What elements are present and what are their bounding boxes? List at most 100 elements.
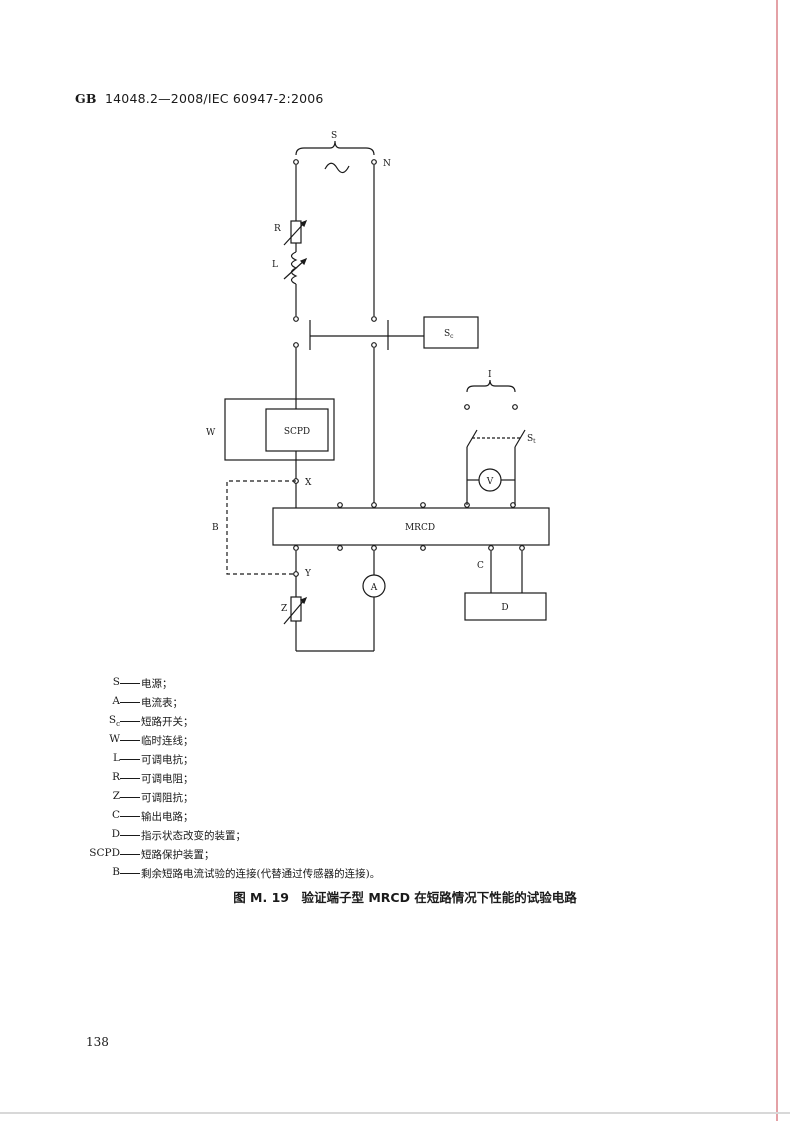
temporary-link-w [224,398,335,461]
resistor-r-arrowhead [299,219,308,228]
legend-description: 剩余短路电流试验的连接(代替通过传感器的连接)。 [141,868,381,880]
legend-item: Sc 短路开关； [0,714,790,730]
label-v: V [486,477,494,487]
legend-dash [120,854,140,855]
mrcd-terminal-bottom-5 [488,545,494,551]
terminal-source-n [371,159,377,165]
legend-symbol: L [113,752,120,764]
terminal-neutral-mrcd [371,502,377,508]
legend-description: 短路保护装置； [141,849,215,861]
scpd-box [265,408,329,452]
legend-item: W 临时连线； [0,733,790,749]
label-i: I [488,370,492,380]
legend-item: A 电流表； [0,695,790,711]
legend-dash [120,702,140,703]
label-n: N [383,159,391,169]
legend-symbol: S [112,676,120,688]
legend-symbol: R [112,771,120,783]
legend-symbol: C [111,809,120,821]
indicator-device-d [464,592,547,621]
mrcd-terminal-bottom-2 [337,545,343,551]
sc-box [423,316,479,349]
ac-source-symbol [324,162,350,174]
legend-description: 可调阻抗； [141,792,194,804]
connection-b-dashed [226,480,296,575]
label-st: St [527,434,536,445]
page-edge-line [776,0,778,1121]
mrcd-terminal-bottom-6 [519,545,525,551]
terminal-i-right [512,404,518,410]
legend-symbol: Z [112,790,120,802]
legend-description: 电流表； [141,697,183,709]
terminal-sc-out-left [293,342,299,348]
legend-dash [120,835,140,836]
legend-dash [120,721,140,722]
label-y: Y [304,569,312,579]
legend-symbol: Sc [108,714,120,729]
page-bottom-edge [0,1112,790,1114]
legend-item: B 剩余短路电流试验的连接(代替通过传感器的连接)。 [0,866,790,882]
legend-item: Z 可调阻抗； [0,790,790,806]
legend-description: 可调电抗； [141,754,194,766]
label-sc: Sc [444,329,454,340]
terminal-source-left [293,159,299,165]
legend-description: 短路开关； [141,716,194,728]
legend-item: S 电源； [0,676,790,692]
mrcd-terminal-bottom-4 [420,545,426,551]
label-w: W [206,428,216,438]
legend-description: 指示状态改变的装置； [141,830,246,842]
legend-description: 可调电阻； [141,773,194,785]
legend-symbol: W [109,733,120,745]
label-a: A [370,583,378,593]
label-d: D [501,603,508,613]
impedance-z-arrowhead [299,596,308,605]
label-b: B [212,523,219,533]
label-mrcd: MRCD [405,523,435,533]
mrcd-box [272,507,550,546]
legend-description: 电源； [141,678,173,690]
label-scpd: SCPD [284,427,310,437]
label-r: R [274,224,281,234]
mrcd-terminal-top-1 [337,502,343,508]
terminal-sc-out-right [371,342,377,348]
supply-i-brace [466,379,516,393]
standard-number: 14048.2—2008/IEC 60947-2:2006 [105,91,324,106]
legend-dash [120,816,140,817]
label-x: X [305,478,312,488]
inductor-l-arrowhead [299,257,308,266]
standard-header: GB 14048.2—2008/IEC 60947-2:2006 [75,91,324,106]
label-z: Z [281,604,287,614]
label-s: S [331,131,337,141]
figure-caption: 图 M. 19 验证端子型 MRCD 在短路情况下性能的试验电路 [233,890,577,905]
legend-dash [120,797,140,798]
source-brace [295,140,375,156]
label-c: C [477,561,484,571]
legend-item: D 指示状态改变的装置； [0,828,790,844]
legend-dash [120,759,140,760]
terminal-i-left [464,404,470,410]
test-circuit-diagram: S N R L Sc SCPD W X B MRCD [206,131,550,652]
terminal-sc-in-right [371,316,377,322]
legend-dash [120,873,140,874]
legend-dash [120,683,140,684]
mrcd-terminal-bottom-3 [371,545,377,551]
voltmeter-v [478,468,502,492]
legend-item: R 可调电阻； [0,771,790,787]
legend-dash [120,740,140,741]
legend-symbol: D [111,828,120,840]
legend-symbol: A [112,695,120,707]
legend-symbol: SCPD [89,847,120,859]
legend-dash [120,778,140,779]
mrcd-terminal-bottom-1 [293,545,299,551]
standard-code: GB [75,91,97,106]
legend-description: 临时连线； [141,735,194,747]
legend-description: 输出电路； [141,811,194,823]
legend-symbol: B [112,866,120,878]
terminal-sc-in-left [293,316,299,322]
page-number: 138 [86,1035,109,1049]
impedance-z-adjust-arrow [283,597,307,625]
legend-item: C 输出电路； [0,809,790,825]
mrcd-terminal-top-2 [420,502,426,508]
label-l: L [272,260,278,270]
legend-item: SCPD 短路保护装置； [0,847,790,863]
